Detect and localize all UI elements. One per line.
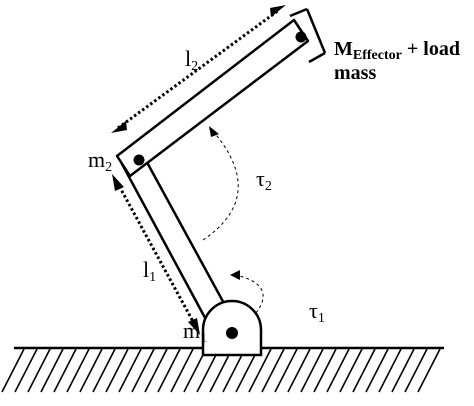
hatch-line (300, 348, 324, 393)
hatch-line (1, 348, 25, 393)
shoulder-joint (226, 327, 238, 339)
link-2 (115, 18, 310, 178)
end-effector (289, 7, 327, 64)
hatch-line (144, 348, 168, 393)
hatch-line (378, 348, 402, 393)
hatch-line (261, 348, 285, 393)
l1-dimension-arrow (112, 174, 200, 335)
hatch-line (105, 348, 129, 393)
hatch-line (170, 348, 194, 393)
hatch-line (313, 348, 337, 393)
label-m2: m2 (88, 147, 112, 175)
hatch-line (391, 348, 415, 393)
hatch-line (53, 348, 77, 393)
tau2-torque-arc (202, 126, 239, 241)
link-1 (120, 153, 234, 329)
l2-dimension-arrow (111, 5, 286, 133)
hatch-line (27, 348, 51, 393)
hatch-line (14, 348, 38, 393)
hatch-line (157, 348, 181, 393)
label-tau2: τ2 (256, 166, 272, 194)
hatch-line (404, 348, 428, 393)
hatch-line (287, 348, 311, 393)
hatch-line (118, 348, 142, 393)
hatch-line (352, 348, 376, 393)
hatch-line (40, 348, 64, 393)
end-effector-joint (295, 31, 307, 43)
hatch-line (248, 348, 272, 393)
hatch-line (417, 348, 441, 393)
hatch-line (365, 348, 389, 393)
hatch-line (66, 348, 90, 393)
elbow-joint (133, 154, 145, 166)
label-m1: m1 (183, 318, 207, 346)
hatch-line (79, 348, 103, 393)
label-effector-mass-line2: mass (334, 62, 376, 84)
label-effector-mass: MEffector + load (334, 38, 460, 63)
hatch-line (131, 348, 155, 393)
hatch-line (326, 348, 350, 393)
tau1-torque-arc (230, 270, 264, 314)
hatch-line (339, 348, 363, 393)
label-l1: l1 (143, 257, 156, 285)
label-tau1: τ1 (309, 298, 325, 326)
ground-hatching (1, 348, 441, 393)
hatch-line (92, 348, 116, 393)
label-l2: l2 (185, 46, 198, 74)
hatch-line (274, 348, 298, 393)
